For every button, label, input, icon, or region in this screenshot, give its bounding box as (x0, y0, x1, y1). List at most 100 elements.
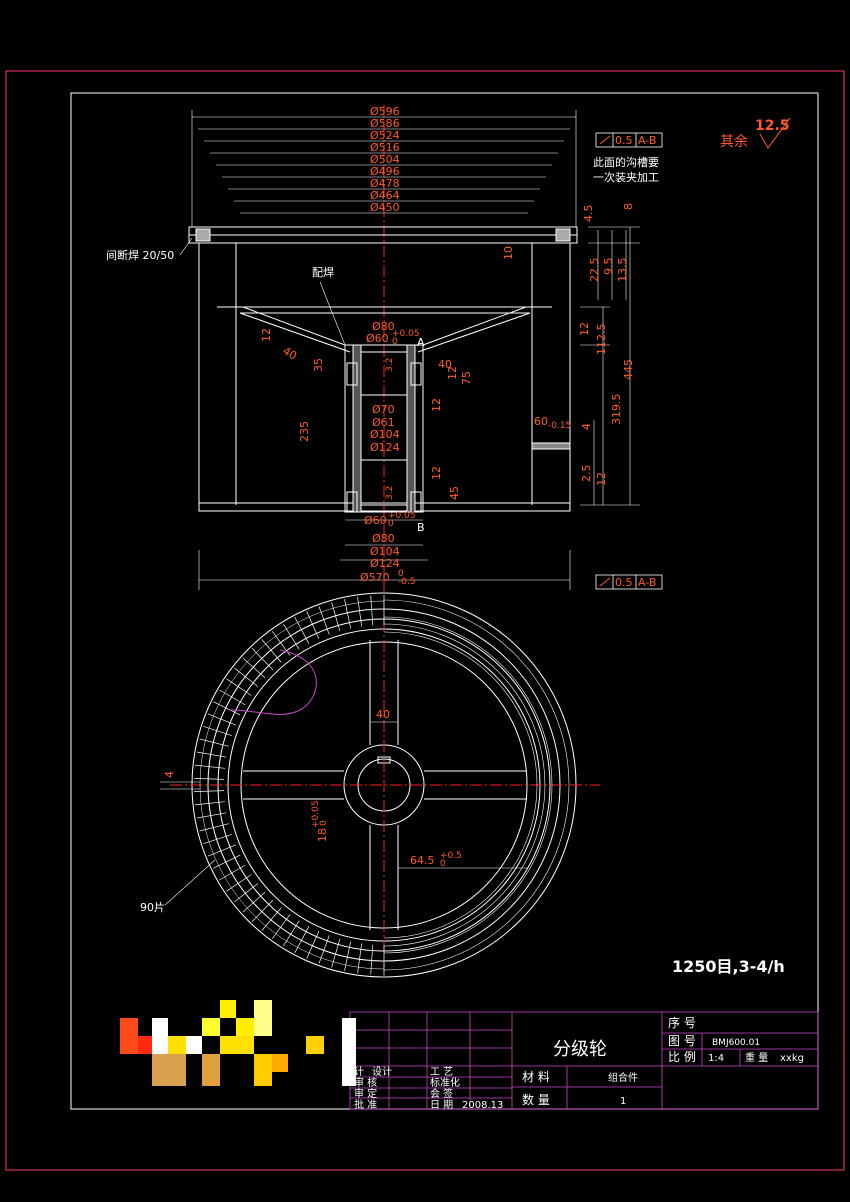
blade-line (283, 623, 300, 650)
blade-line (203, 725, 232, 736)
svg-text:计: 计 (354, 1065, 364, 1078)
blade-line (344, 599, 352, 629)
roughness-label: 其余 (720, 133, 748, 150)
svg-text:12: 12 (578, 322, 591, 336)
svg-text:0.5: 0.5 (615, 576, 633, 589)
right-arcs (383, 599, 570, 971)
svg-text:xxkg: xxkg (780, 1053, 804, 1064)
label-a: A (417, 336, 425, 349)
blade-line (318, 606, 330, 635)
plan-dim-labels: 40 4 18 +0.05 0 64.5 +0.5 0 90片 (140, 708, 527, 914)
blade-line (306, 611, 320, 639)
plan-view (170, 580, 600, 980)
blade-line (196, 751, 227, 758)
svg-text:批 准: 批 准 (354, 1098, 377, 1111)
spoke-width: 40 (376, 708, 390, 721)
svg-text:12: 12 (446, 366, 459, 380)
svg-text:112.5: 112.5 (595, 324, 608, 356)
svg-text:组合件: 组合件 (608, 1071, 638, 1084)
blade-line (194, 790, 225, 792)
blade-line (219, 689, 246, 706)
dim-d586: Ø586 (370, 117, 400, 130)
svg-text:+0.05: +0.05 (392, 329, 420, 339)
svg-text:标准化: 标准化 (430, 1076, 460, 1089)
svg-text:重 量: 重 量 (745, 1051, 768, 1064)
svg-text:0: 0 (398, 569, 404, 579)
blade-line (199, 738, 229, 747)
blade-line (261, 639, 282, 663)
blade-line (331, 938, 341, 968)
svg-text:1:4: 1:4 (708, 1053, 724, 1064)
diameter-dims (191, 110, 577, 590)
blade-line (219, 864, 246, 881)
dim-d596: Ø596 (370, 105, 400, 118)
blade-line (370, 595, 374, 626)
svg-text:设计: 设计 (372, 1065, 392, 1078)
label-b: B (417, 521, 425, 534)
blade-line (213, 854, 241, 869)
blade-line (226, 874, 252, 892)
dim-d524: Ø524 (370, 129, 400, 142)
svg-text:60: 60 (534, 415, 548, 428)
blade-line (251, 648, 274, 671)
svg-text:40: 40 (438, 358, 452, 371)
svg-text:12: 12 (430, 466, 443, 480)
blade-line (261, 907, 282, 931)
svg-text:+0.05: +0.05 (388, 511, 416, 521)
svg-text:比 例: 比 例 (668, 1050, 696, 1064)
svg-text:Ø80: Ø80 (372, 320, 395, 333)
blade-line (251, 899, 274, 922)
title-block-text: 分级轮 序 号 图 号 BMJ600.01 比 例 1:4 重 量 xxkg 材… (354, 1015, 804, 1111)
blade-line (207, 713, 236, 726)
svg-text:Ø61: Ø61 (372, 416, 395, 429)
svg-text:12: 12 (260, 328, 273, 342)
blade-line (242, 657, 266, 679)
pixel-logo (120, 1000, 356, 1086)
svg-text:Ø60: Ø60 (364, 514, 387, 527)
svg-text:日 期: 日 期 (430, 1099, 453, 1111)
blade-line (242, 891, 266, 913)
section-view (188, 105, 578, 590)
svg-text:Ø570: Ø570 (360, 571, 390, 584)
left-dim: 4 (163, 771, 176, 778)
svg-text:0: 0 (388, 519, 394, 529)
svg-text:0: 0 (319, 820, 329, 826)
svg-text:4.5: 4.5 (582, 205, 595, 223)
blade-line (199, 823, 229, 832)
svg-text:Ø104: Ø104 (370, 545, 400, 558)
svg-text:Ø124: Ø124 (370, 441, 400, 454)
blade-line (357, 943, 363, 974)
blade-line (294, 617, 310, 644)
svg-text:图 号: 图 号 (668, 1034, 696, 1048)
blade-line (370, 944, 374, 975)
blade-line (194, 778, 225, 780)
blade-line (234, 883, 259, 903)
blade-line (306, 931, 320, 959)
svg-text:Ø80: Ø80 (372, 532, 395, 545)
blade-line (194, 801, 225, 806)
svg-text:22.5: 22.5 (588, 258, 601, 283)
svg-text:0: 0 (440, 859, 446, 869)
svg-text:审 核: 审 核 (354, 1076, 377, 1089)
svg-text:10: 10 (502, 246, 515, 260)
blade-line (226, 678, 252, 696)
dim-d496: Ø496 (370, 165, 400, 178)
weld-note: 间断焊 20/50 (106, 248, 174, 262)
dim-d450: Ø450 (370, 201, 400, 214)
key-depth: 64.5 (410, 854, 435, 867)
mesh-note: 1250目,3-4/h (672, 957, 785, 976)
svg-text:Ø104: Ø104 (370, 428, 400, 441)
dim-d478: Ø478 (370, 177, 400, 190)
svg-text:Ø124: Ø124 (370, 557, 400, 570)
datum-ref: A-B (638, 134, 656, 147)
svg-text:-0.15: -0.15 (548, 421, 571, 431)
svg-text:审 定: 审 定 (354, 1087, 377, 1100)
svg-text:3.2: 3.2 (385, 358, 395, 372)
roughness-symbol (759, 117, 791, 149)
blade-line (344, 941, 352, 971)
svg-text:-0.5: -0.5 (398, 577, 416, 587)
svg-text:0: 0 (392, 337, 398, 347)
dim-d516: Ø516 (370, 141, 400, 154)
svg-text:1: 1 (620, 1096, 626, 1107)
